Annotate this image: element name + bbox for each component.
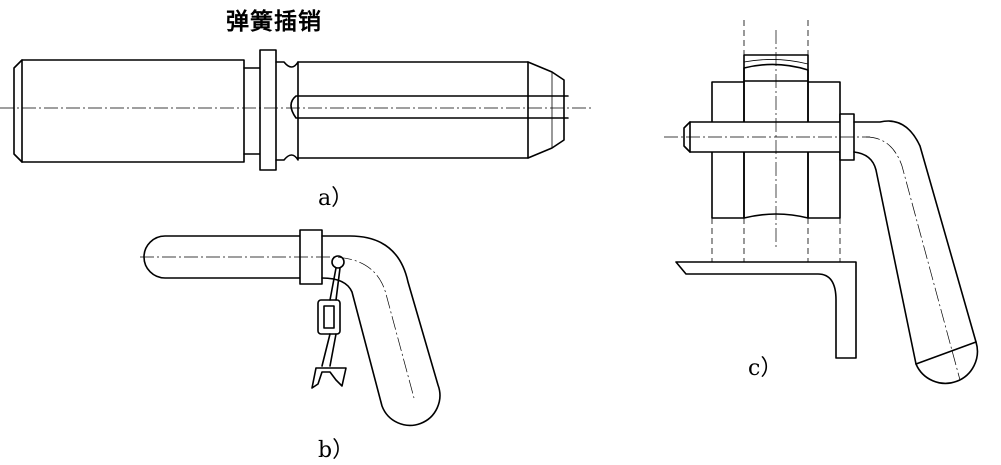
- groove-neck: [275, 61, 299, 161]
- label-a: a）: [318, 186, 354, 211]
- figure-a-spring-plunger: [0, 49, 592, 171]
- pin-slot: [290, 95, 569, 119]
- collar: [259, 49, 277, 171]
- chain-link-1: [329, 267, 337, 301]
- figure-c-assembly: [664, 20, 979, 385]
- chain-link-3: [321, 333, 337, 367]
- figure-b-l-pin: [140, 229, 441, 427]
- chain-ring: [331, 255, 345, 269]
- pin-body: [297, 61, 529, 159]
- bent-handle: [321, 235, 441, 427]
- knurled-handle: [13, 59, 245, 163]
- pin-tip: [527, 61, 565, 159]
- bent-handle-c: [853, 120, 979, 385]
- chain-hook: [311, 367, 347, 389]
- label-b: b）: [318, 438, 355, 463]
- chain-link-2: [317, 299, 341, 335]
- centerline-b: [140, 256, 415, 399]
- label-c: c）: [748, 356, 783, 381]
- diagram-title: 弹簧插销: [226, 9, 322, 35]
- base-bracket: [675, 261, 857, 359]
